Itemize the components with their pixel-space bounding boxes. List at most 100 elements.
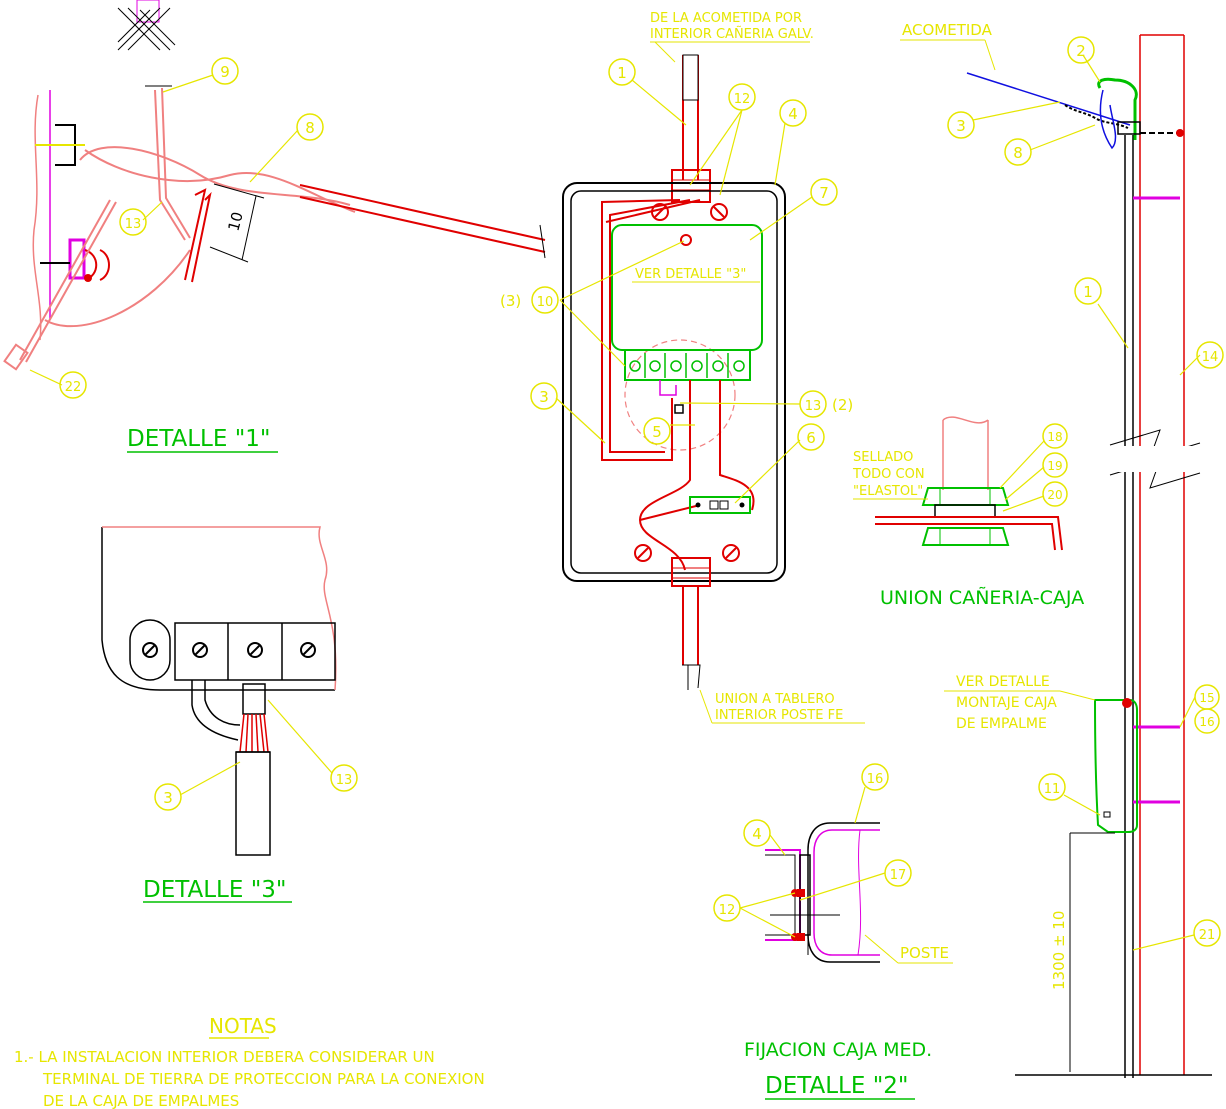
conduit [1124, 135, 1134, 1078]
callout-8-d1: 8 [296, 113, 324, 141]
callout-1-pole: 1 [1074, 277, 1102, 305]
svg-text:3: 3 [956, 117, 966, 135]
red-conductor [184, 184, 546, 283]
title-detalle-1: DETALLE "1" [127, 426, 271, 452]
svg-text:3: 3 [539, 388, 549, 406]
callout-9: 9 [211, 57, 239, 85]
callout-18: 18 [1042, 423, 1068, 449]
callout-15: 15 [1194, 684, 1220, 710]
cable-sheath [235, 751, 271, 856]
detail-1-group: 10 [3, 0, 546, 371]
hatch-fragment [117, 0, 176, 51]
title-detalle-3: DETALLE "3" [143, 877, 287, 903]
svg-text:8: 8 [305, 119, 315, 137]
note-line-1: 1.- LA INSTALACION INTERIOR DEBERA CONSI… [14, 1048, 435, 1066]
svg-text:18: 18 [1047, 430, 1062, 444]
note-line-2: TERMINAL DE TIERRA DE PROTECCION PARA LA… [42, 1070, 485, 1088]
callout-1-center: 1 [608, 58, 636, 86]
ground-terminal [689, 496, 751, 514]
callout-22: 22 [59, 371, 87, 399]
box-inner [570, 190, 778, 574]
callout-14: 14 [1196, 341, 1224, 369]
ver-montaje-label-3: DE EMPALME [956, 716, 1047, 732]
twisted-conductor [19, 87, 356, 363]
svg-text:16: 16 [867, 772, 884, 787]
callout-13-center: 13 [799, 390, 827, 418]
svg-text:15: 15 [1199, 691, 1214, 705]
title-fijacion: FIJACION CAJA MED. [744, 1039, 932, 1061]
svg-text:13: 13 [336, 773, 353, 788]
box-wiring [601, 199, 755, 571]
callout-16-pole: 16 [1194, 708, 1220, 734]
svg-text:10: 10 [537, 295, 554, 310]
callout-10: 10 [531, 286, 559, 314]
detail-3-group [101, 526, 337, 856]
callout-3-pole: 3 [947, 111, 975, 139]
title-detalle-2: DETALLE "2" [765, 1073, 909, 1099]
dimension-1300-label: 1300 ± 10 [1050, 911, 1068, 990]
svg-text:13: 13 [805, 399, 822, 414]
svg-text:12: 12 [734, 92, 751, 107]
union-tablero-label-1: UNION A TABLERO [715, 692, 835, 707]
box-outer [562, 182, 786, 582]
svg-text:17: 17 [890, 868, 907, 883]
callout-3-center: 3 [530, 382, 558, 410]
pole [1139, 34, 1185, 1075]
junction-box [1093, 699, 1138, 833]
svg-text:4: 4 [788, 105, 798, 123]
dimension-10-label: 10 [224, 210, 246, 233]
callout-13-d1: 13 [119, 208, 147, 236]
callout-12-center: 12 [728, 83, 756, 111]
callout-6: 6 [797, 423, 825, 451]
acometida-top-label-1: DE LA ACOMETIDA POR [650, 11, 802, 26]
callout-4-d2: 4 [743, 819, 771, 847]
svg-text:5: 5 [652, 423, 662, 441]
detail-1-callouts [29, 74, 299, 386]
callout-8-pole: 8 [1004, 138, 1032, 166]
callout-3-d3: 3 [154, 783, 182, 811]
poste-label-d2: POSTE [900, 944, 949, 962]
svg-text:1: 1 [617, 64, 627, 82]
svg-text:16: 16 [1199, 715, 1214, 729]
svg-text:11: 11 [1044, 782, 1061, 797]
meter-box: DE LA ACOMETIDA POR INTERIOR CAÑERIA GAL… [562, 11, 865, 724]
callout-12-d2: 12 [713, 894, 741, 922]
callout-5: 5 [643, 417, 671, 445]
sellado-label-1: SELLADO [853, 450, 913, 465]
pole-group: 1300 ± 10 ACOMETIDA VER DETALLE MONTAJE … [900, 21, 1212, 1078]
svg-text:2: 2 [1076, 42, 1086, 60]
callout-2: 2 [1067, 36, 1095, 64]
svg-text:12: 12 [719, 903, 736, 918]
sellado-label-3: "ELASTOL" [853, 484, 923, 499]
svg-text:1: 1 [1083, 283, 1093, 301]
title-union: UNION CAÑERIA-CAJA [880, 586, 1084, 609]
union-caneria-detail: SELLADO TODO CON "ELASTOL" [852, 416, 1063, 551]
dimension-10 [209, 183, 265, 263]
union-tablero-label-2: INTERIOR POSTE FE [715, 708, 843, 723]
callout-7: 7 [810, 178, 838, 206]
svg-text:13: 13 [125, 217, 142, 232]
svg-text:7: 7 [819, 184, 829, 202]
meter-body [611, 224, 763, 351]
conductor-strands [239, 713, 269, 753]
center-callout-leaders [555, 79, 813, 504]
svg-text:8: 8 [1013, 144, 1023, 162]
svg-text:19: 19 [1047, 459, 1062, 473]
callout-11: 11 [1038, 773, 1066, 801]
prefix-3-label: (3) [500, 292, 521, 310]
callout-17: 17 [884, 859, 912, 887]
callout-21: 21 [1193, 919, 1221, 947]
acometida-top-label-2: INTERIOR CAÑERIA GALV. [650, 26, 814, 42]
note-line-3: DE LA CAJA DE EMPALMES [43, 1092, 239, 1109]
ver-montaje-label-2: MONTAJE CAJA [956, 695, 1057, 711]
title-notas: NOTAS [209, 1014, 277, 1038]
break-line [102, 526, 337, 691]
callout-16-d2: 16 [861, 763, 889, 791]
terminal-screws [142, 642, 316, 658]
acometida-label: ACOMETIDA [902, 21, 993, 39]
svg-text:14: 14 [1202, 350, 1219, 365]
pole-callout-leaders [972, 54, 1201, 951]
callout-19: 19 [1042, 452, 1068, 478]
svg-text:21: 21 [1199, 928, 1216, 943]
